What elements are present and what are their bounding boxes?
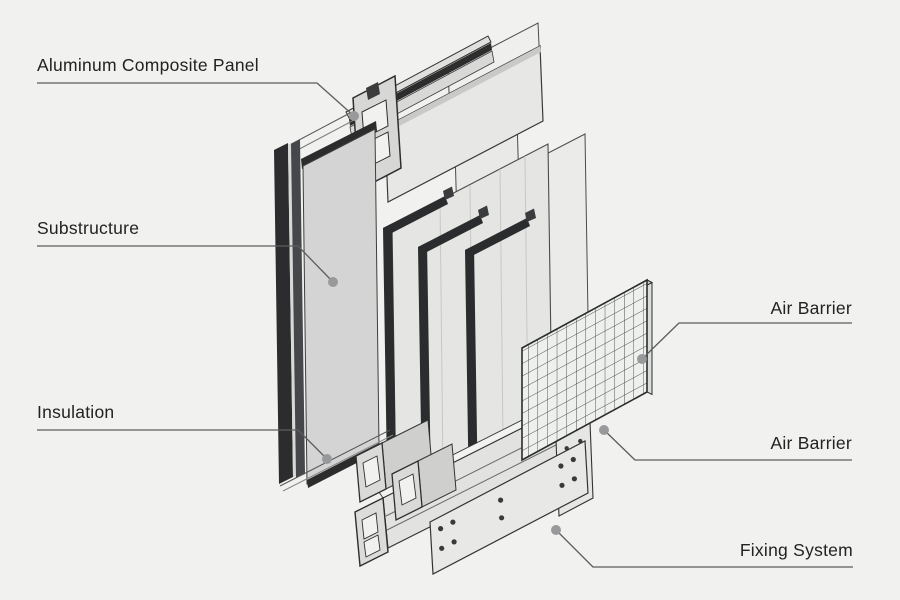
fixing-assembly (354, 401, 594, 575)
panel-face (302, 128, 380, 485)
leader-insulation (37, 429, 328, 460)
air-barrier-mesh (520, 278, 654, 462)
fixing-rail (429, 440, 589, 575)
leader-dots (322, 111, 647, 535)
label-air-barrier-lower: Air Barrier (770, 433, 852, 453)
label-air-barrier-upper: Air Barrier (770, 298, 852, 318)
leader-air-barrier-lower (603, 429, 852, 461)
leader-acp (37, 82, 355, 117)
acp-top-strip-lip (385, 46, 541, 133)
label-aluminum-composite-panel: Aluminum Composite Panel (37, 55, 259, 75)
hat-channel-2 (391, 443, 457, 522)
leader-lines (37, 82, 853, 568)
panel-edge-dark (274, 143, 293, 484)
label-substructure: Substructure (37, 218, 140, 238)
label-insulation: Insulation (37, 402, 115, 422)
front-panel (274, 112, 394, 492)
label-fixing-system: Fixing System (739, 540, 853, 560)
leader-fixing-system (555, 529, 853, 568)
rail-clip (366, 82, 380, 100)
leader-substructure (37, 245, 334, 283)
leader-air-barrier-upper (641, 322, 852, 360)
